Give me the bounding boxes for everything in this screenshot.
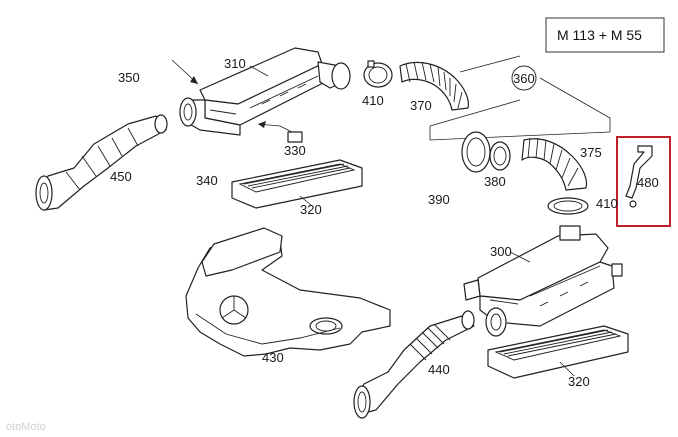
- intake-snorkel-450: [35, 114, 168, 211]
- label-380: 380: [484, 174, 506, 189]
- part-labels: 310 350 450 330 340 320 410 370 360 380 …: [110, 56, 659, 389]
- bellows-hose-370: [399, 61, 470, 111]
- label-360: 360: [513, 71, 535, 86]
- label-410-upper: 410: [362, 93, 384, 108]
- air-filter-housing-upper: [171, 47, 351, 136]
- clamp-410-lower: [547, 197, 589, 215]
- hose-375: [521, 137, 588, 191]
- assembly-bracket-360: [429, 55, 611, 141]
- label-450: 450: [110, 169, 132, 184]
- label-300: 300: [490, 244, 512, 259]
- label-375: 375: [580, 145, 602, 160]
- highlighted-part-480: [616, 136, 671, 227]
- intake-snorkel-440: [353, 310, 475, 419]
- label-320-upper: 320: [300, 202, 322, 217]
- engine-title-box: M 113 + M 55: [545, 17, 665, 53]
- label-410-lower: 410: [596, 196, 618, 211]
- label-340: 340: [196, 173, 218, 188]
- label-370: 370: [410, 98, 432, 113]
- sealing-ring-380: [461, 131, 511, 173]
- label-480: 480: [637, 175, 659, 190]
- clamp-410-upper: [363, 60, 393, 88]
- engine-cover-430: [185, 227, 391, 357]
- label-440: 440: [428, 362, 450, 377]
- label-430: 430: [262, 350, 284, 365]
- label-350: 350: [118, 70, 140, 85]
- label-390: 390: [428, 192, 450, 207]
- air-filter-housing-lower: [463, 225, 623, 337]
- label-310-upper: 310: [224, 56, 246, 71]
- filter-element-320-upper: [231, 159, 363, 209]
- sensor-330: [257, 121, 303, 143]
- watermark: otoMoto: [6, 421, 46, 433]
- leader-lines: [249, 65, 575, 377]
- label-320-lower: 320: [568, 374, 590, 389]
- label-330: 330: [284, 143, 306, 158]
- engine-title: M 113 + M 55: [557, 27, 642, 43]
- filter-element-320-lower: [487, 325, 629, 379]
